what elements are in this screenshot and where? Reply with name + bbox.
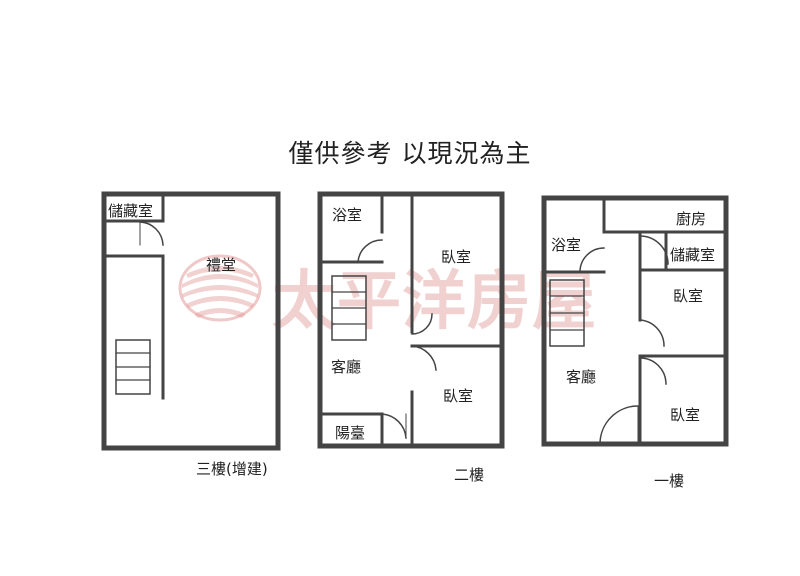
first-living-label: 客廳 [566,368,597,386]
first-bath-label: 浴室 [551,236,582,254]
first-kitchen-label: 廚房 [676,210,707,228]
second-living-label: 客廳 [331,358,362,376]
third-storage-label: 儲藏室 [108,202,154,220]
first-floor-label: 一樓 [654,472,685,490]
third-floor-label: 三樓(增建) [196,460,268,478]
second-bath-label: 浴室 [332,206,363,224]
first-storage-label: 儲藏室 [670,246,716,264]
second-bedroom-a-label: 臥室 [441,248,472,266]
third-hall-label: 禮堂 [206,256,237,274]
first-floor-plan [541,195,729,447]
third-floor-plan [101,191,281,451]
first-bedroom-a-label: 臥室 [673,287,704,305]
second-floor-plan [317,191,505,449]
first-bedroom-b-label: 臥室 [670,406,701,424]
second-floor-label: 二樓 [454,466,485,484]
second-balcony-label: 陽臺 [335,424,366,442]
second-bedroom-b-label: 臥室 [443,387,474,405]
page-title: 僅供參考 以現況為主 [288,139,532,168]
watermark-logo-icon [178,254,262,322]
